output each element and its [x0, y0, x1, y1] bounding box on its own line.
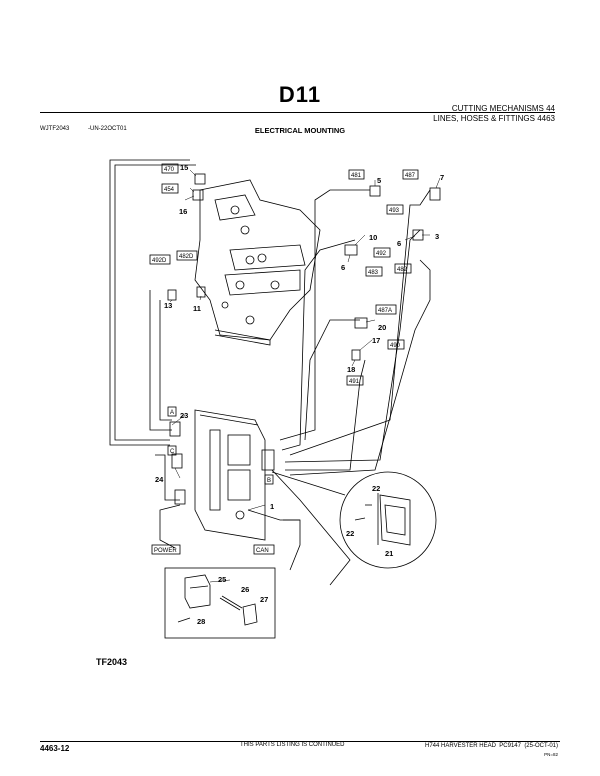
page-number: 4463-12 [40, 744, 70, 753]
harness-line [155, 454, 180, 501]
callout-17: 18 [347, 365, 355, 374]
valve-block [194, 179, 321, 346]
callout-20: 21 [385, 549, 393, 558]
label-454: 454 [164, 187, 175, 193]
label-490: 490 [390, 343, 401, 349]
label-a: A [170, 410, 174, 416]
callout-14: 15 [180, 163, 188, 172]
label-493: 493 [389, 208, 400, 214]
kit-parts [177, 574, 258, 626]
label-492d: 492D [152, 258, 167, 264]
footer-rule [40, 741, 560, 742]
harness-line [114, 164, 196, 441]
image-code: WJTF2043 [40, 126, 70, 132]
connector-detail-circle [339, 471, 437, 569]
section-heading: CUTTING MECHANISMS 44 [451, 104, 555, 113]
harness-line [285, 359, 366, 471]
footer-model: H744 HARVESTER HEAD [425, 743, 496, 749]
callout-leaders [169, 169, 441, 583]
label-491: 491 [349, 379, 360, 385]
callout-7: 6 [397, 239, 401, 248]
page-title: D11 [278, 82, 322, 107]
label-483: 483 [368, 270, 379, 276]
callout-27: 27 [260, 595, 268, 604]
label-487a: 487A [378, 308, 392, 314]
callout-13: 13 [164, 301, 172, 310]
image-date: -UN-22OCT01 [88, 126, 127, 132]
label-481: 481 [351, 173, 362, 179]
callout-10: 10 [369, 233, 377, 242]
callout-5: 5 [377, 176, 381, 185]
harness-line [281, 239, 356, 451]
harness-line [289, 259, 431, 476]
label-487: 487 [405, 173, 416, 179]
label-492: 492 [376, 251, 387, 257]
callout-25: 25 [218, 575, 226, 584]
footer-date: (25-OCT-01) [524, 743, 558, 749]
harness-line [279, 189, 370, 441]
label-482: 482 [397, 267, 408, 273]
illustration-title: ELECTRICAL MOUNTING [254, 126, 346, 135]
label-482d: 482D [179, 254, 194, 260]
label-can: CAN [256, 548, 269, 554]
figure-code: TF2043 [96, 657, 128, 667]
label-470: 470 [164, 167, 175, 173]
leader-line [271, 471, 346, 496]
header-rule [40, 112, 555, 113]
can-cable [247, 509, 301, 571]
harness-line [271, 469, 351, 586]
callout-26: 26 [241, 585, 249, 594]
subsection-heading: LINES, HOSES & FITTINGS 4463 [433, 114, 555, 123]
callout-23: 23 [180, 411, 188, 420]
callout-8: 7 [440, 173, 444, 182]
label-b: B [267, 478, 271, 484]
harness-line [304, 319, 360, 441]
label-power: POWER [154, 548, 177, 554]
footer-info: H744 HARVESTER HEAD PC9147 (25-OCT-01) [425, 743, 558, 749]
callout-3: 3 [435, 232, 439, 241]
connector-detail [354, 493, 411, 546]
callout-6b: 6 [341, 263, 345, 272]
pn-number: PN=82 [544, 752, 558, 757]
control-module [194, 409, 275, 541]
callout-22b: 22 [346, 529, 354, 538]
boxed-labels: 470 454 481 487 493 492 483 482 492D 482… [149, 163, 419, 555]
electrical-mounting-diagram: 15 16 5 7 3 10 6 1 6 13 11 20 17 18 23 2… [109, 159, 444, 639]
callout-15: 16 [179, 207, 187, 216]
power-cable [159, 504, 181, 549]
callout-1: 1 [270, 502, 274, 511]
kit-inset-box [164, 567, 276, 639]
footer-catalog: PC9147 [499, 743, 521, 749]
connectors [167, 173, 441, 505]
callout-24: 24 [155, 475, 164, 484]
harness-line [159, 300, 172, 421]
harness-line [109, 159, 190, 446]
callout-11: 11 [193, 304, 201, 313]
callout-18: 20 [378, 323, 386, 332]
label-c: C [170, 449, 175, 455]
harness-line [289, 189, 431, 456]
continued-note: THIS PARTS LISTING IS CONTINUED [240, 742, 345, 748]
callout-21: 22 [372, 484, 380, 493]
callout-28: 28 [197, 617, 205, 626]
harness-line [149, 290, 172, 431]
callout-16: 17 [372, 336, 380, 345]
